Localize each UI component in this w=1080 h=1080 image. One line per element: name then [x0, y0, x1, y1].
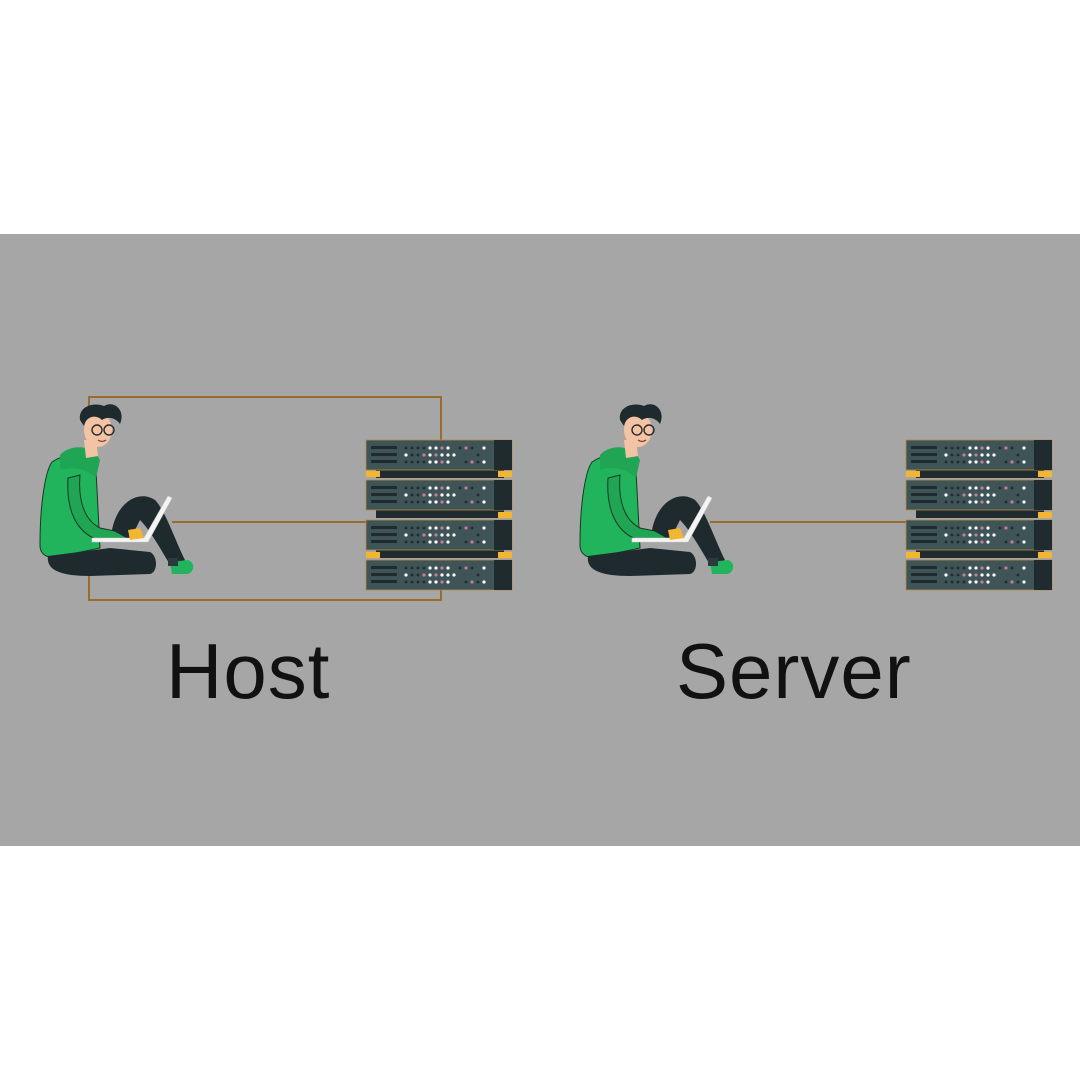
host-label: Host [166, 627, 331, 715]
server-diagram [579, 403, 1052, 590]
server-server-rack-icon [906, 440, 1052, 590]
server-label: Server [676, 627, 912, 715]
server-person-icon [579, 403, 734, 577]
host-server-rack-icon [366, 440, 512, 590]
host-diagram [39, 396, 512, 601]
diagram-panel [0, 234, 1080, 846]
host-person-icon [39, 403, 194, 577]
